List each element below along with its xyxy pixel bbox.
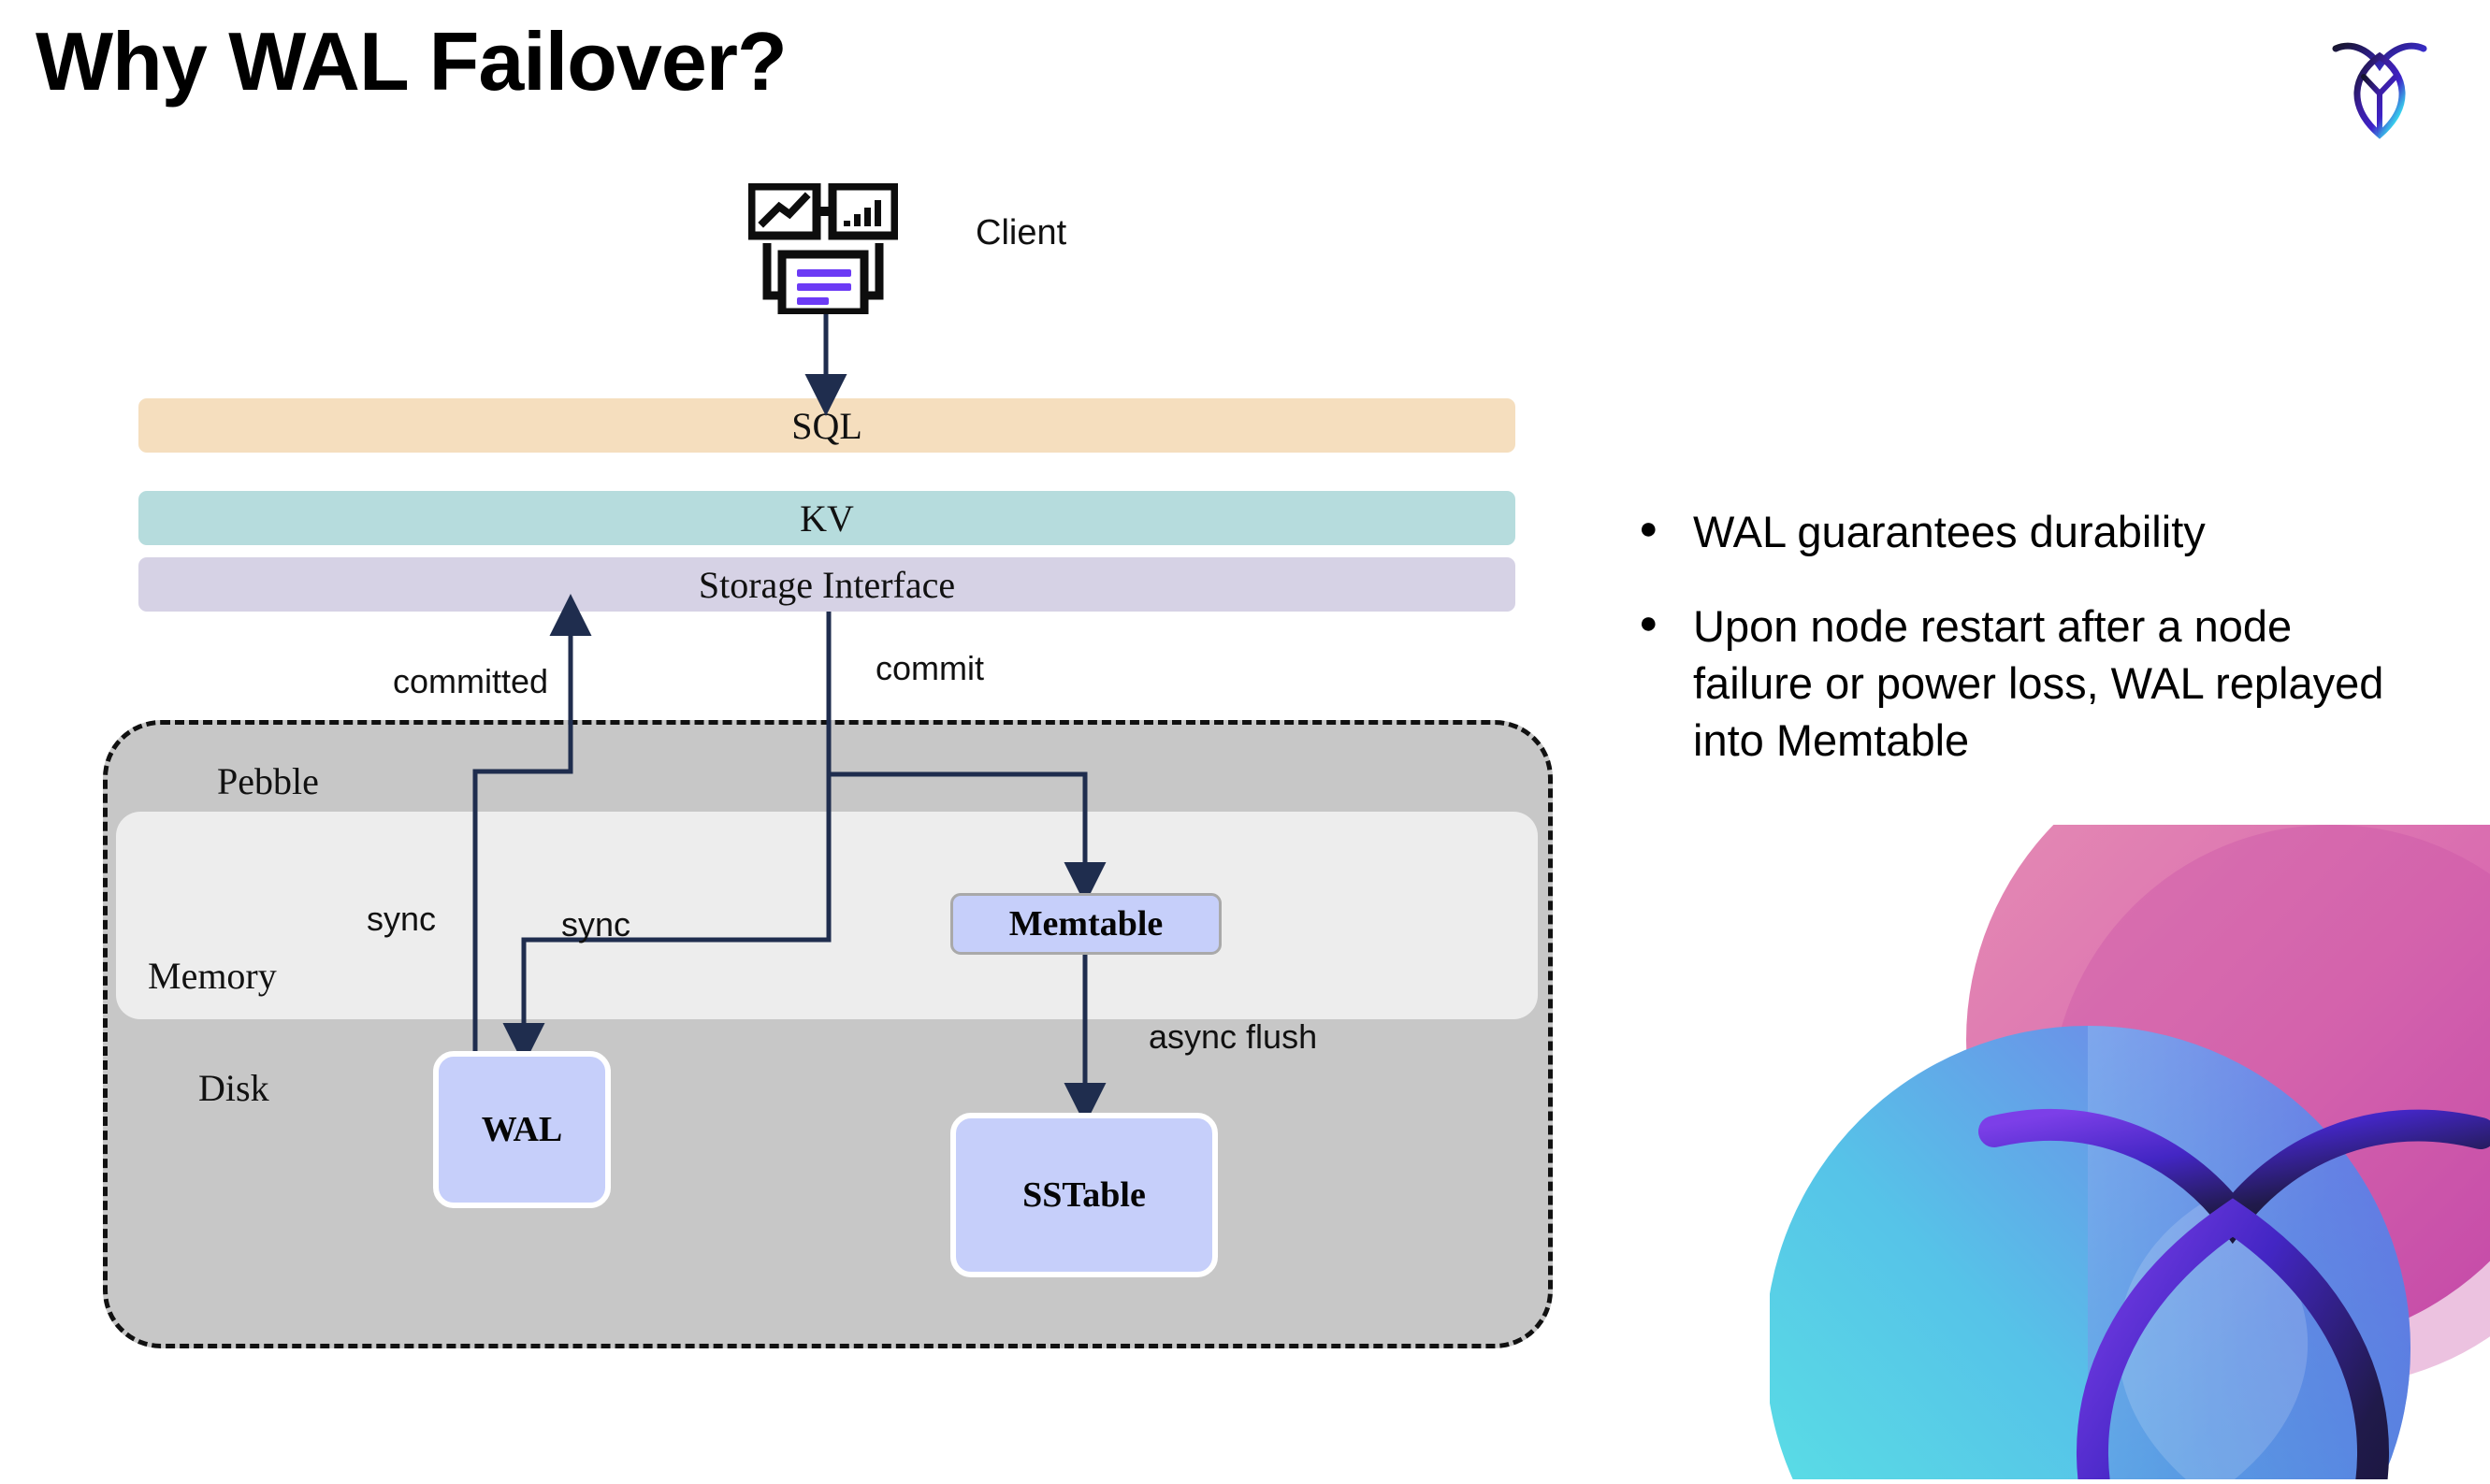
bullet-list: ● WAL guarantees durability ● Upon node … xyxy=(1639,503,2387,806)
bullet-text: WAL guarantees durability xyxy=(1693,507,2206,556)
edge-label-committed: committed xyxy=(393,662,549,700)
memory-region-panel xyxy=(116,812,1538,1019)
node-wal: WAL xyxy=(433,1051,611,1208)
bullet-text: Upon node restart after a node failure o… xyxy=(1693,601,2384,766)
edge-label-sync-right: sync xyxy=(561,905,631,944)
layer-bar-storage-interface-label: Storage Interface xyxy=(698,563,956,606)
node-memtable: Memtable xyxy=(950,893,1222,955)
client-dashboard-icon xyxy=(746,181,900,317)
layer-bar-kv-label: KV xyxy=(800,497,854,540)
client-label: Client xyxy=(976,213,1067,252)
layer-bar-storage-interface: Storage Interface xyxy=(138,557,1515,612)
bullet-marker-icon: ● xyxy=(1639,511,1658,546)
layer-bar-sql-label: SQL xyxy=(791,404,862,447)
page-title: Why WAL Failover? xyxy=(36,15,788,108)
edge-label-commit: commit xyxy=(876,649,984,687)
edge-label-sync-left: sync xyxy=(367,900,437,938)
node-wal-label: WAL xyxy=(481,1110,563,1149)
edge-label-async-flush: async flush xyxy=(1149,1017,1318,1056)
disk-label: Disk xyxy=(198,1067,269,1109)
cockroachdb-logo xyxy=(2326,28,2434,140)
layer-bar-sql: SQL xyxy=(138,398,1515,453)
node-sstable: SSTable xyxy=(950,1113,1218,1277)
node-sstable-label: SSTable xyxy=(1022,1175,1146,1215)
list-item: ● WAL guarantees durability xyxy=(1639,503,2387,560)
bullet-marker-icon: ● xyxy=(1639,605,1658,641)
memory-label: Memory xyxy=(148,955,277,997)
pebble-label: Pebble xyxy=(217,760,319,802)
decorative-circles-graphic xyxy=(1770,825,2490,1479)
layer-bar-kv: KV xyxy=(138,491,1515,545)
list-item: ● Upon node restart after a node failure… xyxy=(1639,598,2387,769)
node-memtable-label: Memtable xyxy=(1008,904,1164,944)
